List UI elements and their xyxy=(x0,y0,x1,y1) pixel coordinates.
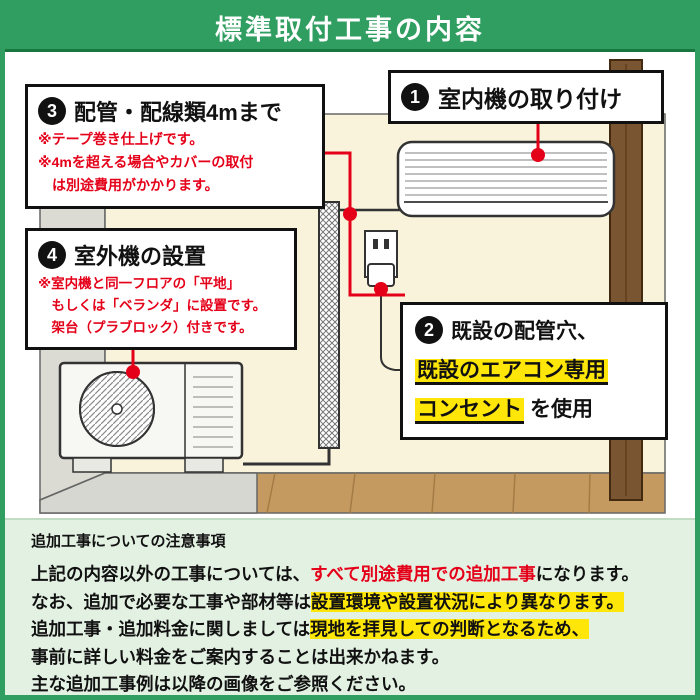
title-banner: 標準取付工事の内容 xyxy=(5,5,695,52)
callout-1-title: 室内機の取り付け xyxy=(438,86,622,112)
callout-3-title-row: 3 配管・配線類4mまで xyxy=(38,95,312,127)
callout-3-note-1: ※テープ巻き仕上げです。 xyxy=(38,131,204,147)
connector-2a xyxy=(348,218,405,297)
step-3-badge: 3 xyxy=(38,97,66,125)
step-4-badge: 4 xyxy=(38,241,66,269)
callout-2-highlight-2: コンセント xyxy=(415,398,524,424)
power-cord xyxy=(380,286,403,371)
plastic-block-foot xyxy=(184,457,224,473)
dot-outlet xyxy=(374,282,388,296)
notice-line2-pre: なお、追加で必要な工事や部材等は xyxy=(31,591,311,612)
callout-existing-outlet: 2 既設の配管穴、 既設のエアコン専用 コンセントを使用 xyxy=(400,302,668,440)
installation-illustration: 1 室内機の取り付け 3 配管・配線類4mまで ※テープ巻き仕上げです。 ※4m… xyxy=(5,52,695,518)
dot-pipe-hole xyxy=(343,207,357,221)
notice-line1-red: すべて別途費用での追加工事 xyxy=(310,564,536,584)
notice-paragraph: 上記の内容以外の工事については、すべて別途費用での追加工事になります。 なお、追… xyxy=(31,561,669,695)
callout-piping: 3 配管・配線類4mまで ※テープ巻き仕上げです。 ※4mを超える場合やカバーの… xyxy=(25,84,325,209)
dot-outdoor-unit xyxy=(126,365,140,379)
outlet xyxy=(364,230,403,371)
callout-dots xyxy=(126,148,545,379)
notice-line3-pre: 追加工事・追加料金に関しましては xyxy=(31,619,311,639)
callout-2-title-row: 2 既設の配管穴、 xyxy=(415,315,653,345)
callout-2-line-3: コンセントを使用 xyxy=(415,393,653,424)
pipe-elbow xyxy=(243,448,331,466)
step-2-badge: 2 xyxy=(415,316,443,344)
pipe-column xyxy=(318,201,340,449)
notice-line3-highlight: 現地を拝見しての判断となるため、 xyxy=(310,619,590,639)
callout-3-note-3: は別途費用がかかります。 xyxy=(38,176,219,193)
callout-3-note-2: ※4mを超える場合やカバーの取付 xyxy=(38,153,254,170)
notice-line1-pre: 上記の内容以外の工事については、 xyxy=(31,564,311,584)
concrete-pad xyxy=(39,472,258,514)
floor-planks xyxy=(266,472,591,514)
notice-line1-post: になります。 xyxy=(535,564,639,584)
dot-indoor-unit xyxy=(531,148,545,162)
callout-outdoor-unit: 4 室外機の設置 ※室内機と同一フロアの「平地」 もしくは「ベランダ」に設置です… xyxy=(25,228,297,351)
callout-2-suffix: を使用 xyxy=(530,398,593,421)
step-1-badge: 1 xyxy=(401,83,429,111)
callout-4-note-1: ※室内機と同一フロアの「平地」 xyxy=(38,276,241,291)
callout-4-note-3: 架台（プラブロック）付きです。 xyxy=(38,320,253,336)
callout-2-line-1: 既設の配管穴、 xyxy=(451,320,598,343)
callout-indoor-unit: 1 室内機の取り付け xyxy=(388,70,664,124)
callout-3-title: 配管・配線類4mまで xyxy=(74,100,282,125)
notice-line4: 事前に詳しい料金をご案内することは出来かねます。 xyxy=(31,646,450,667)
callout-2-line-2: 既設のエアコン専用 xyxy=(415,354,653,385)
indoor-unit xyxy=(396,140,616,218)
notice-line2-highlight: 設置環境や設置状況により異なります。 xyxy=(311,591,624,612)
outdoor-unit xyxy=(58,361,244,473)
notice-line5: 主な追加工事例は以降の画像をご参照ください。 xyxy=(31,674,416,694)
notice-section: 追加工事についての注意事項 上記の内容以外の工事については、すべて別途費用での追… xyxy=(5,518,695,695)
callout-2-highlight-1: 既設のエアコン専用 xyxy=(415,359,608,385)
callout-4-title-row: 4 室外機の設置 xyxy=(38,239,284,271)
notice-heading: 追加工事についての注意事項 xyxy=(31,533,226,550)
callout-4-title: 室外機の設置 xyxy=(74,244,207,269)
plastic-block-foot xyxy=(72,457,112,473)
callout-4-note-2: もしくは「ベランダ」に設置です。 xyxy=(38,298,267,314)
page-title: 標準取付工事の内容 xyxy=(215,14,485,45)
